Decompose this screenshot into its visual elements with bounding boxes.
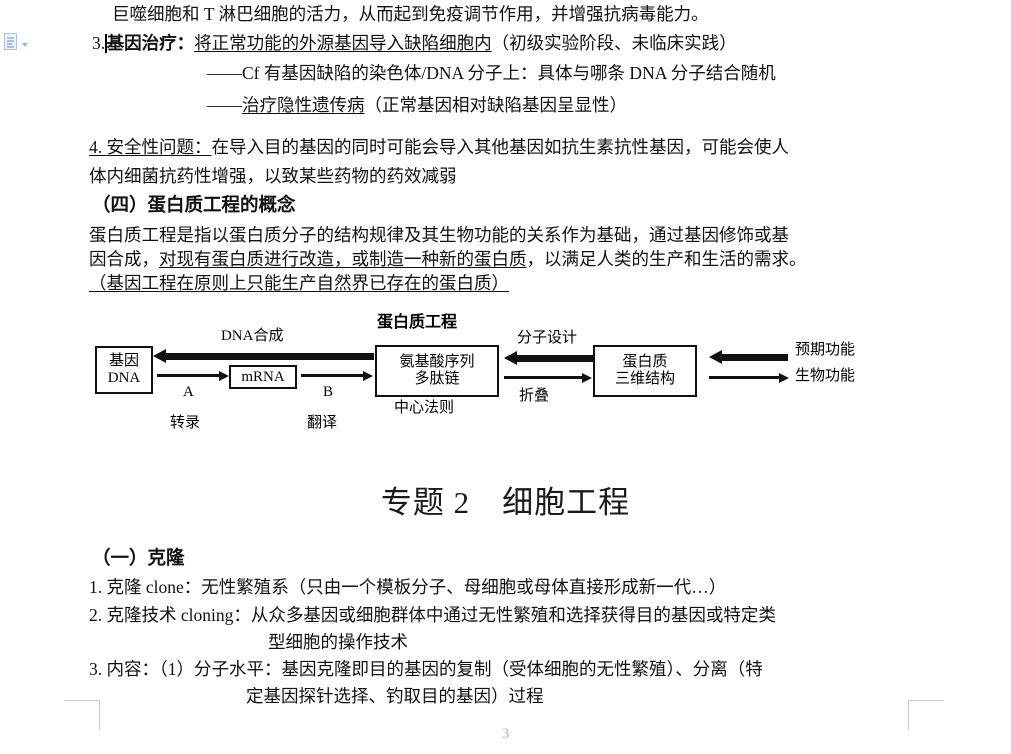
diagram-label-translation: 翻译	[307, 415, 338, 431]
box-line: mRNA	[241, 368, 285, 385]
def-underlined: 对现有蛋白质进行改造，或制造一种新的蛋白质	[159, 249, 527, 269]
diagram-label-expected-function: 预期功能	[795, 342, 856, 358]
paragraph-line: 2. 克隆技术 cloning：从众多基因或细胞群体中通过无性繁殖和选择获得目的…	[89, 605, 776, 625]
list-number: 3.	[92, 33, 106, 53]
paragraph-line: ——Cf 有基因缺陷的染色体/DNA 分子上：具体与哪条 DNA 分子结合随机	[207, 63, 776, 83]
gene-therapy-definition: 将正常功能的外源基因导入缺陷细胞内	[194, 33, 492, 53]
gene-therapy-note: （初级实验阶段、未临床实践）	[491, 33, 737, 53]
box-line: 三维结构	[614, 371, 675, 387]
paste-options-icon[interactable]	[4, 33, 28, 52]
gene-therapy-line: 3.基因治疗：将正常功能的外源基因导入缺陷细胞内（初级实验阶段、未临床实践）	[92, 33, 737, 53]
parenthetical-note: （基因工程在原则上只能生产自然界已存在的蛋白质）	[89, 273, 509, 293]
gene-therapy-term: 基因治疗：	[106, 33, 195, 53]
def-suffix: ，以满足人类的生产和生活的需求。	[526, 249, 807, 269]
diagram-label-step-a: A	[183, 384, 194, 400]
document-icon	[4, 33, 19, 52]
paragraph-line: 型细胞的操作技术	[268, 632, 408, 652]
paragraph-line: 蛋白质工程是指以蛋白质分子的结构规律及其生物功能的关系作为基础，通过基因修饰或基	[89, 225, 789, 245]
box-line: 氨基酸序列	[399, 354, 475, 370]
margin-corner-bottom-right	[908, 700, 944, 730]
diagram-label-step-b: B	[323, 384, 334, 400]
chapter-title: 专题 2 细胞工程	[380, 485, 631, 520]
page-number: 3	[501, 726, 510, 742]
safety-issue-text: 在导入目的基因的同时可能会导入其他基因如抗生素抗性基因，可能会使人	[211, 137, 790, 157]
diagram-label-dna-synthesis: DNA合成	[221, 328, 284, 344]
margin-corner-bottom-left	[64, 700, 100, 730]
paragraph-line: 体内细菌抗药性增强，以致某些药物的药效减弱	[89, 166, 457, 186]
paragraph-line: 定基因探针选择、钓取目的基因）过程	[246, 686, 544, 706]
diagram-label-central-dogma: 中心法则	[394, 400, 455, 416]
dash-prefix: ——	[207, 95, 242, 115]
section-heading-protein-engineering: （四）蛋白质工程的概念	[92, 196, 296, 216]
box-line: 基因	[108, 353, 139, 369]
box-line: 蛋白质	[622, 354, 668, 370]
diagram-box-gene: 基因 DNA	[95, 346, 153, 394]
text-cursor	[105, 34, 107, 53]
protein-engineering-diagram: 蛋白质工程 基因 DNA mRNA 氨基酸序列 多肽链 蛋白质 三维结构 DNA…	[85, 308, 865, 448]
diagram-box-peptide: 氨基酸序列 多肽链	[375, 345, 499, 397]
diagram-label-folding: 折叠	[519, 388, 550, 404]
def-prefix: 因合成，	[89, 249, 159, 269]
diagram-label-transcription: 转录	[170, 415, 201, 431]
paragraph-line: 巨噬细胞和 T 淋巴细胞的活力，从而起到免疫调节作用，并增强抗病毒能力。	[112, 4, 709, 24]
recessive-disease-line: ——治疗隐性遗传病（正常基因相对缺陷基因呈显性）	[207, 95, 627, 115]
safety-issue-line: 4. 安全性问题：在导入目的基因的同时可能会导入其他基因如抗生素抗性基因，可能会…	[89, 137, 789, 157]
safety-issue-term: 4. 安全性问题：	[89, 137, 212, 157]
box-line: DNA	[107, 370, 141, 386]
diagram-title: 蛋白质工程	[377, 314, 458, 331]
recessive-disease-term: 治疗隐性遗传病	[242, 95, 365, 115]
recessive-disease-note: （正常基因相对缺陷基因呈显性）	[364, 95, 628, 115]
diagram-label-molecular-design: 分子设计	[517, 330, 578, 346]
diagram-label-biological-function: 生物功能	[795, 368, 856, 384]
diagram-box-protein: 蛋白质 三维结构	[593, 345, 697, 397]
protein-engineering-def-line: 因合成，对现有蛋白质进行改造，或制造一种新的蛋白质，以满足人类的生产和生活的需求…	[89, 249, 807, 269]
box-line: 多肽链	[414, 371, 460, 387]
paragraph-line: 1. 克隆 clone：无性繁殖系（只由一个模板分子、母细胞或母体直接形成新一代…	[89, 577, 727, 597]
paragraph-line: 3. 内容：（1）分子水平：基因克隆即目的基因的复制（受体细胞的无性繁殖）、分离…	[89, 659, 763, 679]
chevron-down-icon[interactable]	[22, 42, 28, 47]
diagram-box-mrna: mRNA	[229, 365, 297, 389]
section-heading-clone: （一）克隆	[92, 549, 185, 569]
